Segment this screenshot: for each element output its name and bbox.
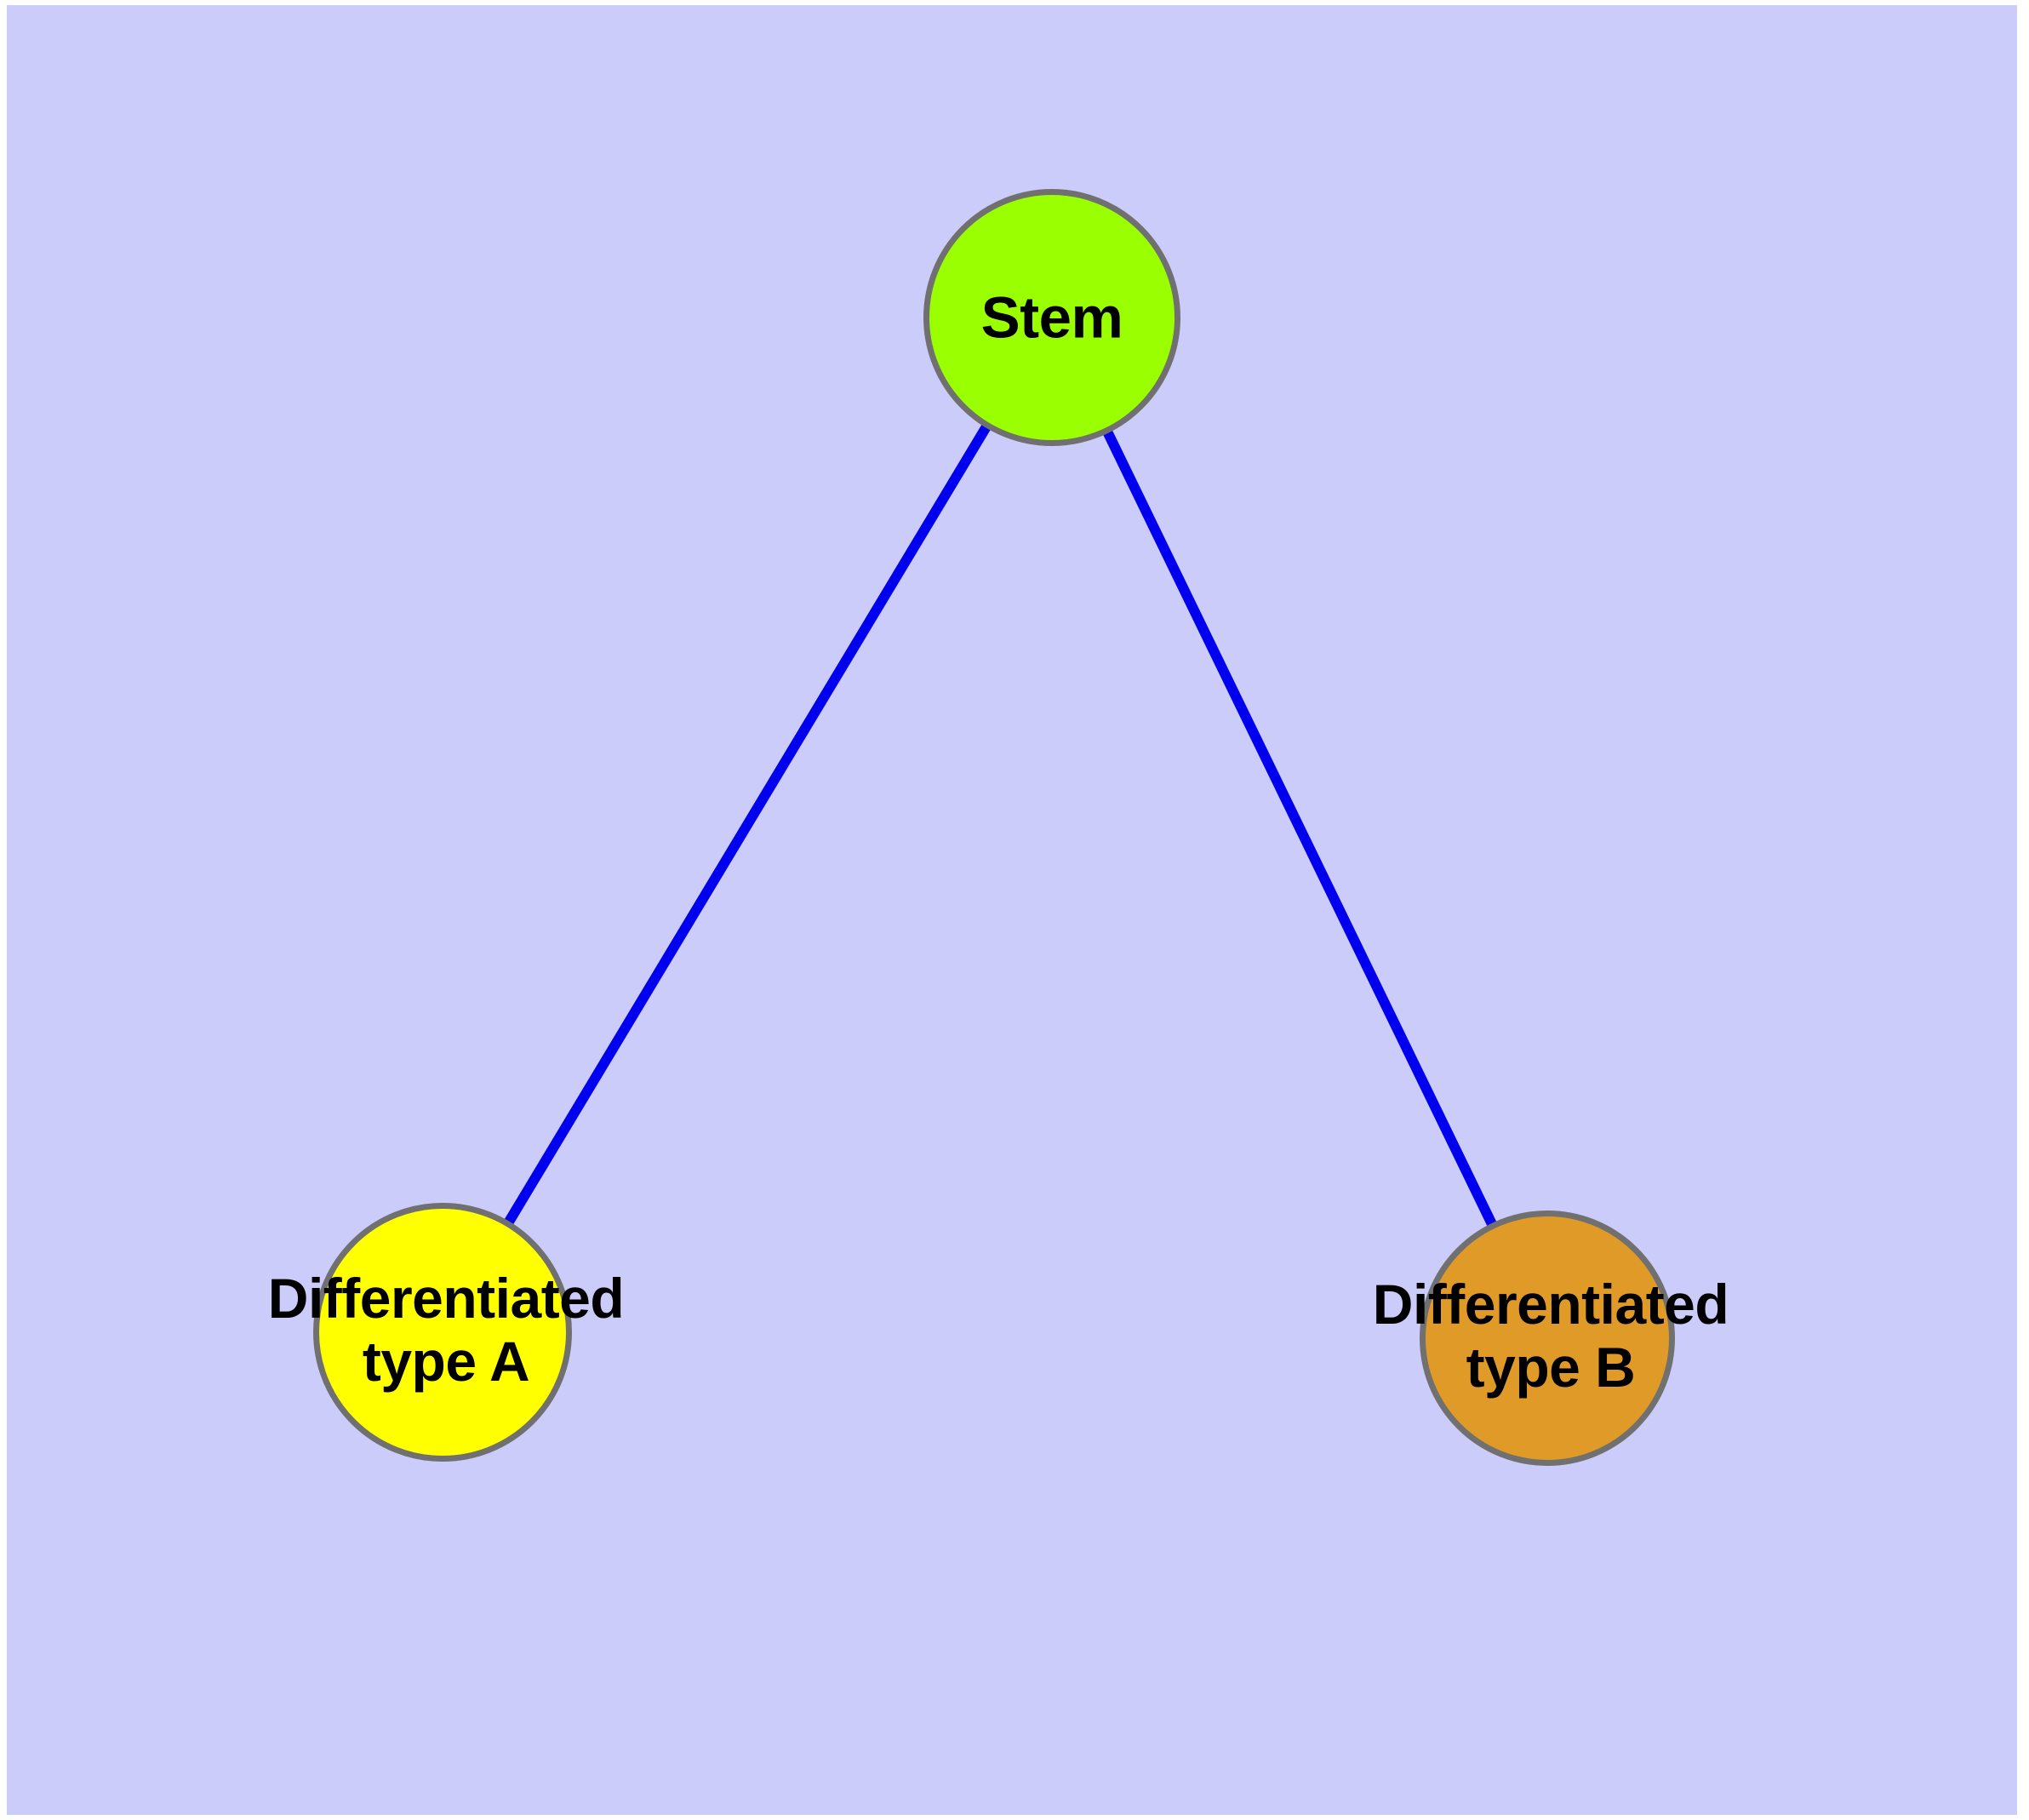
- node-differentiated-type-b[interactable]: [1420, 1210, 1675, 1466]
- edge-layer: [503, 421, 1498, 1229]
- edge-stem-diff-b[interactable]: [1101, 427, 1498, 1229]
- node-layer: [313, 189, 1675, 1466]
- node-differentiated-type-a[interactable]: [313, 1203, 572, 1462]
- node-stem[interactable]: [923, 189, 1180, 446]
- edge-stem-diff-a[interactable]: [503, 421, 992, 1228]
